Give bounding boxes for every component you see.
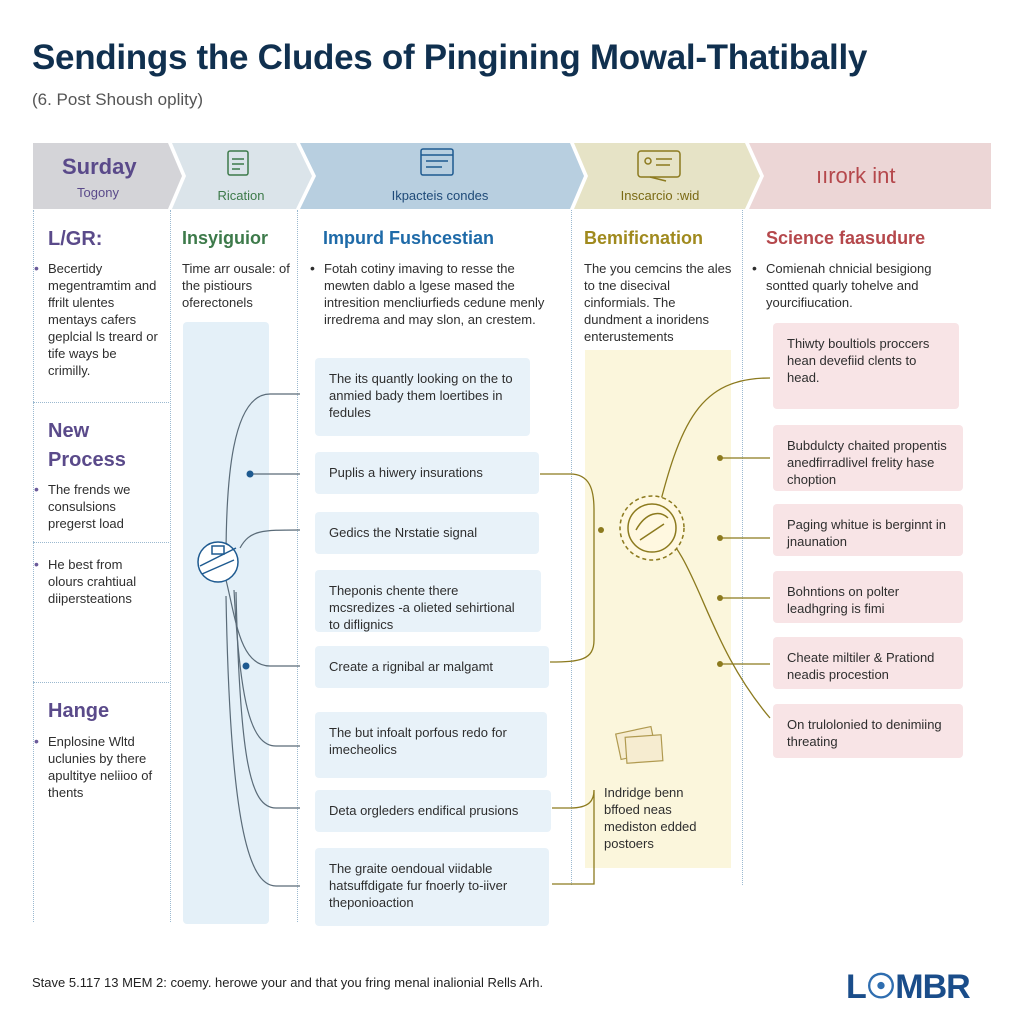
gear-icon (619, 495, 685, 561)
header-c5: ıırork int (816, 163, 896, 188)
header-c1-title: Surday (62, 154, 137, 179)
left-section-new-text-b: He best from olours crahtiual diiperstea… (34, 556, 160, 607)
footer-note: Stave 5.117 13 MEM 2: coemy. herowe your… (32, 975, 544, 990)
logo-globe-icon: ☉ (865, 968, 897, 1006)
left-section-new-text-a: The frends we consulsions pregerst load (34, 481, 160, 532)
divider (742, 210, 743, 885)
header-band: Surday Togony Rication Ikpacteis condes … (0, 143, 1024, 209)
page-title: Sendings the Cludes of Pingining Mowal-T… (32, 38, 868, 77)
divider (297, 210, 298, 922)
divider (33, 682, 169, 683)
col5-box-2: Bubdulcty chaited propentis anedfirradli… (773, 425, 963, 491)
col3-box-2: Puplis a hiwery insurations (315, 452, 539, 494)
left-section-hange-text: Enplosine Wltd uclunies by there apultit… (34, 733, 160, 801)
col2-head: Insyiguior (182, 228, 269, 248)
header-c4: Inscarcio :wid (620, 188, 700, 203)
col5-box-6: On trulolonied to denimiing threating (773, 704, 963, 758)
col4-bottom-text: Indridge benn bffoed neas mediston edded… (604, 785, 697, 851)
divider (170, 210, 171, 922)
header-chevrons (33, 143, 991, 209)
col4-text: The you cemcins the ales to tne diseciva… (584, 261, 732, 344)
page-subtitle: (6. Post Shoush oplity) (32, 90, 204, 109)
col3-box-5: Create a rignibal ar malgamt (315, 646, 549, 688)
col4-head: Bemificnation (584, 228, 704, 248)
col3-box-8: The graite oendoual viidable hatsuffdiga… (315, 848, 549, 926)
col5-box-5: Cheate miltiler & Prationd neadis proces… (773, 637, 963, 689)
globe-icon (197, 541, 239, 583)
left-section-new-title-1: New (48, 420, 90, 442)
brand-logo: L☉MBR (846, 968, 971, 1006)
col3-box-4: Theponis chente there mcsredizes -a olie… (315, 570, 541, 632)
col3-box-7: Deta orgleders endifical prusions (315, 790, 551, 832)
header-c3: Ikpacteis condes (391, 188, 489, 203)
col3-text: Fotah cotiny imaving to resse the mewten… (310, 260, 549, 328)
col3-head: Impurd Fushcestian (323, 228, 495, 248)
divider (571, 210, 572, 885)
header-c1-sub: Togony (77, 185, 119, 200)
documents-icon (614, 725, 664, 764)
clipboard-icon (227, 150, 249, 176)
left-section-lgr-text: Becertidy megentramtim and ffrilt ulente… (34, 260, 160, 379)
col5-text: Comienah chnicial besigiong sontted quar… (752, 260, 956, 311)
header-c2: Rication (217, 188, 265, 203)
browser-icon (420, 148, 454, 176)
col5-box-4: Bohntions on polter leadhgring is fimi (773, 571, 963, 623)
col3-box-3: Gedics the Nrstatie signal (315, 512, 539, 554)
col5-box-3: Paging whitue is berginnt in jnaunation (773, 504, 963, 556)
left-section-lgr-title: L/GR: (48, 228, 103, 250)
divider (33, 542, 169, 543)
col5-box-1: Thiwty boultiols proccers hean devefiid … (773, 323, 959, 409)
divider (33, 402, 169, 403)
col5-head: Science faasudure (766, 228, 926, 248)
col2-text: Time arr ousale: of the pistiours oferec… (182, 261, 290, 310)
left-section-new-title-2: Process (48, 449, 126, 471)
col3-box-6: The but infoalt porfous redo for imecheo… (315, 712, 547, 778)
dashboard-icon (637, 150, 681, 182)
col3-box-1: The its quantly looking on the to anmied… (315, 358, 530, 436)
left-section-hange-title: Hange (48, 700, 110, 722)
